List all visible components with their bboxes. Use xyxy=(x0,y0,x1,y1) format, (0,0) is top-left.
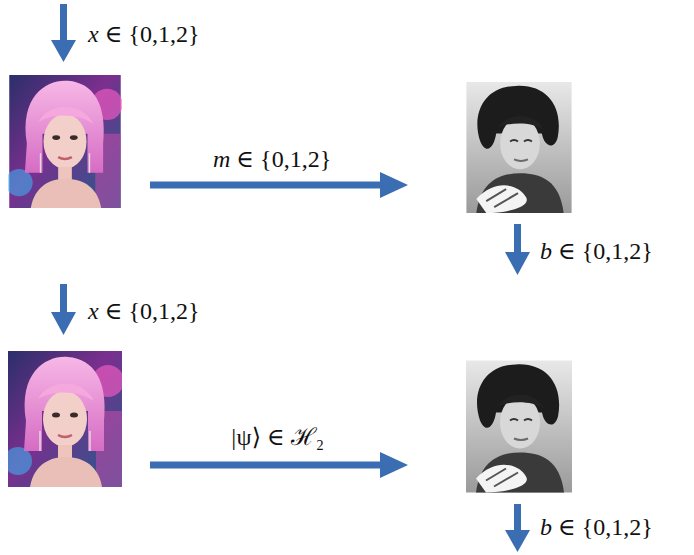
label-holder: m ∈ {0,1,2} xyxy=(213,144,331,174)
label-holder: x ∈ {0,1,2} xyxy=(88,296,199,326)
arrow-shaft xyxy=(150,182,382,189)
arrow-shaft xyxy=(514,504,521,532)
arrow-shaft xyxy=(514,224,521,254)
arrow-shaft xyxy=(150,462,382,469)
alice-photo xyxy=(5,75,122,208)
arrow-shaft xyxy=(60,4,67,42)
arrow-head xyxy=(51,40,76,62)
math-label: b ∈ {0,1,2} xyxy=(540,236,653,266)
bob-photo xyxy=(466,82,571,213)
bob-photo xyxy=(466,361,572,493)
math-label: x ∈ {0,1,2} xyxy=(88,19,199,49)
label-holder: |ψ⟩ ∈ ℋ₂ xyxy=(230,422,324,452)
arrow-shaft xyxy=(60,284,67,314)
label-holder: b ∈ {0,1,2} xyxy=(540,236,653,266)
arrow-head xyxy=(380,452,408,478)
arrow-head xyxy=(505,530,530,552)
label-holder: b ∈ {0,1,2} xyxy=(540,512,653,542)
math-label: b ∈ {0,1,2} xyxy=(540,512,653,542)
math-label: |ψ⟩ ∈ ℋ₂ xyxy=(230,422,324,452)
arrow-head xyxy=(51,312,76,335)
math-label: m ∈ {0,1,2} xyxy=(213,144,331,174)
label-holder: x ∈ {0,1,2} xyxy=(88,19,199,49)
math-label: x ∈ {0,1,2} xyxy=(88,296,199,326)
alice-photo xyxy=(4,351,124,487)
arrow-head xyxy=(380,172,408,198)
arrow-head xyxy=(505,252,530,275)
